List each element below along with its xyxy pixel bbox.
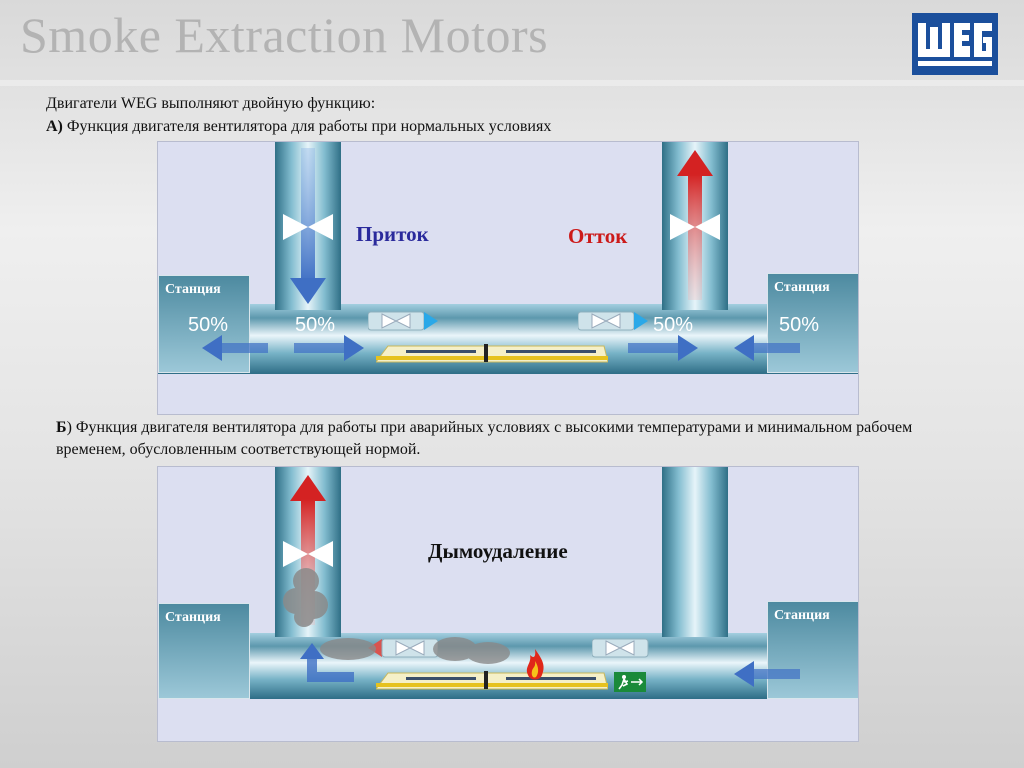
station-right-label: Станция: [774, 280, 830, 295]
idle-shaft: [662, 467, 728, 637]
tunnel-fan-right-icon: [578, 311, 648, 331]
inflow-down-arrow: [290, 148, 326, 304]
outflow-fan-icon: [670, 214, 720, 240]
section-b-marker: Б: [56, 419, 67, 436]
tunnel-smoke-icon: [320, 637, 510, 664]
smoke-extraction-label: Дымоудаление: [428, 539, 568, 563]
station-left-label: Станция: [165, 282, 221, 297]
percent-left-tunnel: 50%: [295, 314, 336, 336]
smoke-fan-icon: [283, 541, 333, 567]
outflow-up-arrow: [677, 150, 713, 300]
station-left: Станция: [158, 603, 250, 699]
arrow-left-to-station: [202, 335, 268, 361]
arrow-left-right-station: [734, 335, 800, 361]
outflow-label: Отток: [568, 224, 628, 248]
section-b-body: ) Функция двигателя вентилятора для рабо…: [56, 419, 913, 458]
page-title: Smoke Extraction Motors: [20, 7, 549, 63]
station-right-label: Станция: [774, 608, 830, 623]
weg-logo: [912, 13, 998, 75]
percent-left-station: 50%: [188, 314, 229, 336]
tunnel-fan-left-icon: [368, 311, 438, 331]
percent-right-station: 50%: [779, 314, 820, 336]
section-a-marker: А): [46, 118, 63, 135]
diagram-emergency-operation: Станция Станция Дымоудаление: [157, 466, 859, 742]
train-icon: [376, 671, 608, 690]
arrow-right-into-tunnel: [294, 335, 364, 361]
emergency-exit-icon: [614, 672, 646, 692]
arrow-right-tunnel: [628, 335, 698, 361]
fire-icon: [526, 649, 544, 680]
arrow-up-left-icon: [300, 643, 354, 682]
smoke-cloud-icon: [283, 568, 328, 627]
arrow-left-right-station: [734, 661, 800, 687]
tunnel-fan-right-icon: [592, 638, 649, 658]
section-b-text: Б) Функция двигателя вентилятора для раб…: [56, 417, 956, 461]
train-icon: [376, 344, 608, 363]
station-right: Станция: [767, 273, 858, 373]
intro-text: Двигатели WEG выполняют двойную функцию:: [46, 95, 376, 112]
bg-stripe: [0, 80, 1024, 86]
station-right: Станция: [767, 601, 858, 699]
section-a-heading: А) Функция двигателя вентилятора для раб…: [46, 116, 551, 138]
diagram-normal-operation: Станция Станция Приток Отток 50% 50% 50%…: [157, 141, 859, 415]
station-left-label: Станция: [165, 610, 221, 625]
station-left: Станция: [158, 275, 250, 373]
inflow-label: Приток: [356, 222, 429, 246]
section-a-text: Функция двигателя вентилятора для работы…: [62, 118, 552, 135]
inflow-fan-icon: [283, 214, 333, 240]
percent-right-tunnel: 50%: [653, 314, 694, 336]
